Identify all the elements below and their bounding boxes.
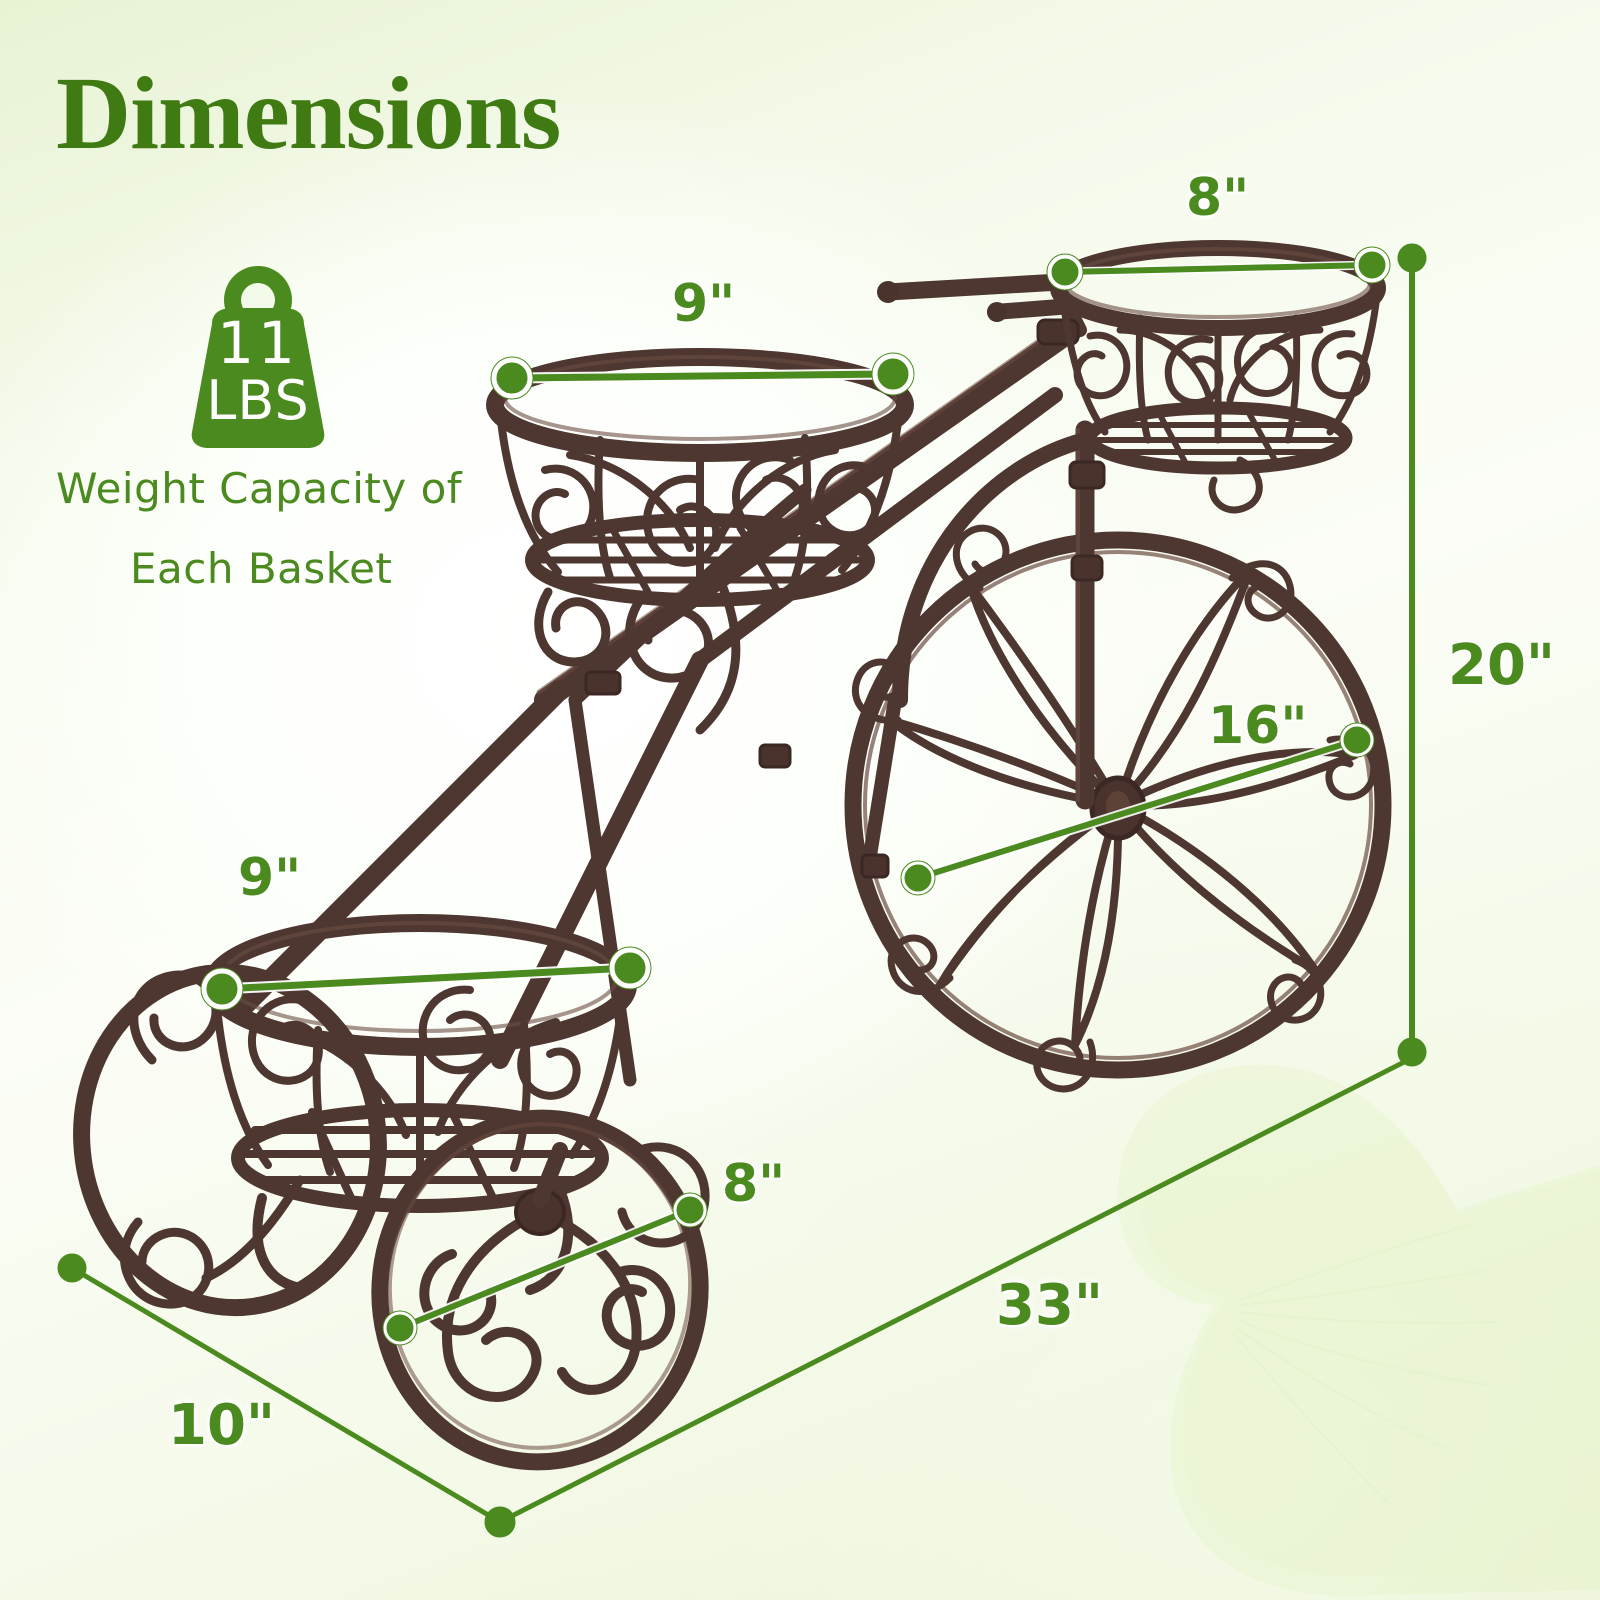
- weight-caption-line-2: Each Basket: [130, 544, 393, 593]
- dim-line-height: [1397, 243, 1427, 1067]
- weight-capacity-badge: 11 LBS: [178, 262, 338, 452]
- label-large-wheel-diameter: 16": [1208, 696, 1308, 756]
- dim-line-front-basket: [200, 946, 652, 1011]
- label-overall-height: 20": [1448, 633, 1556, 698]
- left-scroll-wheel: [73, 963, 387, 1317]
- dim-line-length: [497, 1055, 1415, 1525]
- rear-frame: [860, 420, 1106, 879]
- label-front-basket-diameter: 9": [238, 848, 302, 908]
- weight-caption-line-1: Weight Capacity of: [56, 464, 463, 513]
- small-front-wheel: [371, 1109, 709, 1471]
- dim-line-depth: [57, 1253, 516, 1538]
- middle-basket: [486, 348, 914, 735]
- page-title: Dimensions: [56, 56, 561, 171]
- label-overall-depth: 10": [168, 1393, 276, 1458]
- dim-line-large-wheel: [900, 722, 1375, 896]
- label-middle-basket-diameter: 9": [672, 274, 736, 334]
- label-overall-length: 33": [996, 1273, 1104, 1338]
- dim-line-rear-basket: [1046, 246, 1391, 291]
- weight-icon: [191, 266, 325, 448]
- label-rear-basket-diameter: 8": [1186, 168, 1250, 228]
- dim-line-middle-basket: [490, 352, 915, 400]
- large-wheel: [844, 524, 1392, 1093]
- dim-line-small-wheel: [382, 1192, 708, 1346]
- label-small-wheel-diameter: 8": [722, 1154, 786, 1214]
- weight-unit: LBS: [206, 369, 310, 432]
- weight-value: 11: [217, 309, 299, 377]
